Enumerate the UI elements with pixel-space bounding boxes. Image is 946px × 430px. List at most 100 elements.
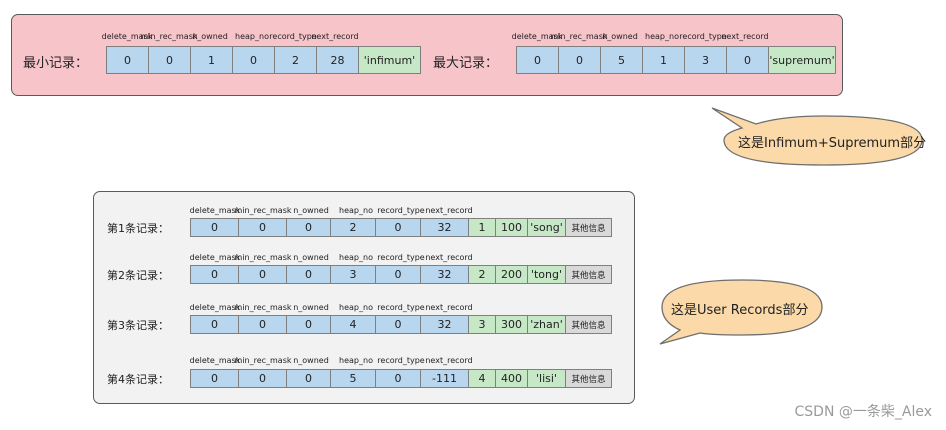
supremum-min-rec-mask: 0 bbox=[558, 46, 601, 74]
record-2-record-type: 0 bbox=[375, 265, 421, 284]
user-records-panel: 第1条记录： delete_mask min_rec_mask n_owned … bbox=[93, 191, 635, 404]
header-next-record: next_record bbox=[425, 253, 473, 262]
record-2-min-rec-mask: 0 bbox=[238, 265, 287, 284]
record-2-delete-mask: 0 bbox=[190, 265, 239, 284]
record-3-value: 300 bbox=[495, 315, 528, 334]
record-4-id: 4 bbox=[468, 369, 496, 388]
infimum-n-owned: 1 bbox=[190, 46, 233, 74]
supremum-header-row: delete_mask min_rec_mask n_owned heap_no… bbox=[512, 32, 836, 44]
record-4-next-record: -111 bbox=[420, 369, 469, 388]
record-2-value: 200 bbox=[495, 265, 528, 284]
infimum-heap-no: 0 bbox=[232, 46, 275, 74]
record-1-record-type: 0 bbox=[375, 218, 421, 237]
record-3-record-type: 0 bbox=[375, 315, 421, 334]
header-heap-no: heap_no bbox=[339, 206, 373, 215]
record-2-id: 2 bbox=[468, 265, 496, 284]
header-record-type: record_type bbox=[377, 303, 425, 312]
header-delete-mask: delete_mask bbox=[189, 303, 241, 312]
supremum-name-cell: 'supremum' bbox=[768, 46, 836, 74]
header-n-owned: n_owned bbox=[293, 356, 329, 365]
header-record-type: record_type bbox=[377, 206, 425, 215]
record-4-delete-mask: 0 bbox=[190, 369, 239, 388]
infimum-label: 最小记录： bbox=[23, 56, 89, 71]
record-1-label: 第1条记录： bbox=[107, 222, 169, 235]
header-min-rec-mask: min_rec_mask bbox=[234, 253, 292, 262]
record-3-header-row: delete_mask min_rec_mask n_owned heap_no… bbox=[190, 303, 480, 315]
record-1-value: 100 bbox=[495, 218, 528, 237]
record-4-other-info: 其他信息 bbox=[565, 369, 612, 388]
header-heap-no: heap_no bbox=[339, 253, 373, 262]
record-1-heap-no: 2 bbox=[330, 218, 376, 237]
record-1-header-row: delete_mask min_rec_mask n_owned heap_no… bbox=[190, 206, 480, 218]
header-next-record: next_record bbox=[425, 356, 473, 365]
header-record-type: record_type bbox=[269, 32, 317, 41]
record-3-next-record: 32 bbox=[420, 315, 469, 334]
header-delete-mask: delete_mask bbox=[189, 253, 241, 262]
supremum-record: 0 0 5 1 3 0 'supremum' bbox=[516, 46, 836, 74]
callout-bubble-bottom bbox=[659, 279, 823, 345]
record-4-name: 'lisi' bbox=[527, 369, 566, 388]
record-2: 0 0 0 3 0 32 2 200 'tong' 其他信息 bbox=[190, 265, 612, 284]
record-4-label: 第4条记录： bbox=[107, 373, 169, 386]
record-2-name: 'tong' bbox=[527, 265, 566, 284]
header-min-rec-mask: min_rec_mask bbox=[550, 32, 608, 41]
callout-text-user-records: 这是User Records部分 bbox=[671, 303, 809, 318]
infimum-min-rec-mask: 0 bbox=[148, 46, 191, 74]
header-min-rec-mask: min_rec_mask bbox=[234, 356, 292, 365]
header-heap-no: heap_no bbox=[339, 303, 373, 312]
header-heap-no: heap_no bbox=[645, 32, 679, 41]
header-delete-mask: delete_mask bbox=[189, 356, 241, 365]
header-next-record: next_record bbox=[425, 206, 473, 215]
header-n-owned: n_owned bbox=[293, 303, 329, 312]
header-next-record: next_record bbox=[425, 303, 473, 312]
record-1-delete-mask: 0 bbox=[190, 218, 239, 237]
record-2-header-row: delete_mask min_rec_mask n_owned heap_no… bbox=[190, 253, 480, 265]
record-4-value: 400 bbox=[495, 369, 528, 388]
supremum-label: 最大记录： bbox=[433, 56, 499, 71]
record-3: 0 0 0 4 0 32 3 300 'zhan' 其他信息 bbox=[190, 315, 612, 334]
record-3-n-owned: 0 bbox=[286, 315, 331, 334]
header-record-type: record_type bbox=[377, 253, 425, 262]
record-2-heap-no: 3 bbox=[330, 265, 376, 284]
infimum-supremum-panel: 最小记录： delete_mask min_rec_mask n_owned h… bbox=[11, 14, 843, 96]
record-1-name: 'song' bbox=[527, 218, 566, 237]
header-heap-no: heap_no bbox=[339, 356, 373, 365]
record-1-id: 1 bbox=[468, 218, 496, 237]
record-4-heap-no: 5 bbox=[330, 369, 376, 388]
record-3-label: 第3条记录： bbox=[107, 319, 169, 332]
header-min-rec-mask: min_rec_mask bbox=[234, 303, 292, 312]
infimum-delete-mask: 0 bbox=[106, 46, 149, 74]
record-2-label: 第2条记录： bbox=[107, 269, 169, 282]
csdn-watermark: CSDN @一条柴_Alex bbox=[794, 404, 932, 420]
infimum-next-record: 28 bbox=[316, 46, 359, 74]
header-min-rec-mask: min_rec_mask bbox=[140, 32, 198, 41]
supremum-delete-mask: 0 bbox=[516, 46, 559, 74]
header-next-record: next_record bbox=[311, 32, 359, 41]
infimum-header-row: delete_mask min_rec_mask n_owned heap_no… bbox=[102, 32, 418, 44]
record-4-header-row: delete_mask min_rec_mask n_owned heap_no… bbox=[190, 356, 480, 368]
header-min-rec-mask: min_rec_mask bbox=[234, 206, 292, 215]
record-4: 0 0 0 5 0 -111 4 400 'lisi' 其他信息 bbox=[190, 369, 612, 388]
record-3-other-info: 其他信息 bbox=[565, 315, 612, 334]
infimum-record: 0 0 1 0 2 28 'infimum' bbox=[106, 46, 421, 74]
header-n-owned: n_owned bbox=[602, 32, 638, 41]
header-record-type: record_type bbox=[377, 356, 425, 365]
record-1-min-rec-mask: 0 bbox=[238, 218, 287, 237]
supremum-heap-no: 1 bbox=[642, 46, 685, 74]
record-3-name: 'zhan' bbox=[527, 315, 566, 334]
record-1: 0 0 0 2 0 32 1 100 'song' 其他信息 bbox=[190, 218, 612, 237]
record-2-n-owned: 0 bbox=[286, 265, 331, 284]
record-4-min-rec-mask: 0 bbox=[238, 369, 287, 388]
record-4-record-type: 0 bbox=[375, 369, 421, 388]
header-heap-no: heap_no bbox=[235, 32, 269, 41]
record-3-min-rec-mask: 0 bbox=[238, 315, 287, 334]
record-3-heap-no: 4 bbox=[330, 315, 376, 334]
header-n-owned: n_owned bbox=[293, 206, 329, 215]
record-1-other-info: 其他信息 bbox=[565, 218, 612, 237]
record-2-next-record: 32 bbox=[420, 265, 469, 284]
callout-text-infimum-supremum: 这是Infimum+Supremum部分 bbox=[738, 136, 927, 151]
record-3-id: 3 bbox=[468, 315, 496, 334]
header-record-type: record_type bbox=[679, 32, 727, 41]
header-n-owned: n_owned bbox=[192, 32, 228, 41]
